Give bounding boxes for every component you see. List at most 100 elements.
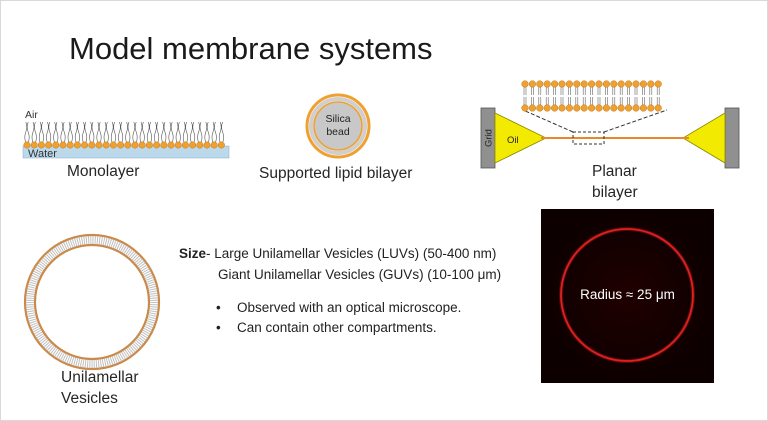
lipid-headgroup (625, 104, 633, 112)
right-grid (724, 107, 740, 169)
lipid-headgroup (528, 104, 536, 112)
lipid-headgroup (595, 104, 603, 112)
lipid-headgroup (196, 141, 204, 149)
lipid-headgroup (647, 80, 655, 88)
lipid-tail (175, 121, 181, 144)
silica-bead (313, 101, 363, 151)
vesicle-caption-line2: Vesicles (61, 390, 118, 407)
lipid-tail (89, 121, 95, 144)
lipid-headgroup (174, 141, 182, 149)
lipid-tail (46, 121, 52, 144)
oil-label: Oil (507, 135, 519, 146)
bullet-item: • Observed with an optical microscope. (216, 299, 516, 316)
lipid-headgroup (167, 141, 175, 149)
lipid-headgroup (210, 141, 218, 149)
lipid-headgroup (153, 141, 161, 149)
water-label: Water (28, 148, 57, 160)
lipid-tail (531, 86, 534, 106)
lipid-tail (168, 121, 174, 144)
lipid-headgroup (558, 104, 566, 112)
lipid-tail (597, 86, 601, 106)
lipid-tail (538, 86, 542, 106)
lipid-headgroup (647, 104, 655, 112)
lipid-tail (218, 121, 224, 144)
lipid-headgroup (528, 80, 536, 88)
planar-bilayer-diagram: Grid Oil (480, 80, 740, 169)
vesicle-tail-ring (26, 236, 158, 368)
left-oil-torus (494, 112, 547, 164)
lipid-headgroup (217, 141, 225, 149)
radius-label: Radius ≈ 25 μm (580, 287, 675, 302)
monolayer-headgroups (23, 141, 225, 149)
lipid-headgroup (536, 80, 544, 88)
lipid-headgroup (59, 141, 67, 149)
slide-title: Model membrane systems (69, 31, 433, 66)
lipid-headgroup (124, 141, 132, 149)
bead-label-2: bead (326, 126, 350, 138)
monolayer-caption: Monolayer (67, 163, 140, 180)
lipid-headgroup (551, 80, 559, 88)
lipid-tail (82, 121, 88, 144)
lipid-tail (118, 121, 124, 144)
lipid-tail (154, 121, 160, 144)
lipid-headgroup (131, 141, 139, 149)
lipid-headgroup (595, 80, 603, 88)
lipid-headgroup (565, 80, 573, 88)
lipid-headgroup (181, 141, 189, 149)
lipid-headgroup (632, 104, 640, 112)
lipid-headgroup (558, 80, 566, 88)
lipid-headgroup (639, 80, 647, 88)
micrograph-background (541, 209, 714, 383)
lipid-tail (568, 86, 571, 106)
bullet-list: • Observed with an optical microscope. •… (216, 299, 516, 339)
lipid-tail (190, 121, 196, 144)
vesicle-caption-line1: Unilamellar (61, 369, 139, 386)
bullet-text-1: Observed with an optical microscope. (237, 300, 462, 315)
lipid-headgroup (580, 104, 588, 112)
lipid-headgroup (73, 141, 81, 149)
lipid-headgroup (543, 104, 551, 112)
bilayer-zoom-tails (523, 86, 660, 106)
lipid-tail (125, 121, 131, 144)
lipid-headgroup (23, 141, 31, 149)
bilayer-zoom-headgroups (521, 80, 662, 112)
zoom-line-left (522, 109, 574, 133)
lipid-tail (60, 121, 66, 144)
planar-caption-line1: Planar (592, 163, 637, 180)
lipid-headgroup (580, 80, 588, 88)
lipid-headgroup (588, 104, 596, 112)
lipid-tail (24, 121, 30, 144)
lipid-headgroup (102, 141, 110, 149)
air-label: Air (25, 109, 38, 121)
lipid-tail (197, 121, 203, 144)
lipid-tail (605, 86, 608, 106)
lipid-headgroup (610, 80, 618, 88)
lipid-headgroup (145, 141, 153, 149)
size-line-guv: Giant Unilamellar Vesicles (GUVs) (10-10… (179, 264, 539, 285)
lipid-tail (649, 86, 653, 106)
lipid-tail (627, 86, 630, 106)
lipid-tail (161, 121, 167, 144)
lipid-headgroup (573, 104, 581, 112)
grid-label: Grid (484, 129, 495, 147)
lipid-tail (523, 86, 527, 106)
lipid-headgroup (536, 104, 544, 112)
lipid-tail (110, 121, 116, 144)
vesicle-diagram (23, 233, 161, 371)
lipid-headgroup (203, 141, 211, 149)
lipid-headgroup (95, 141, 103, 149)
lipid-tail (74, 121, 80, 144)
right-oil-torus (682, 112, 726, 164)
lipid-headgroup (625, 80, 633, 88)
supported-bilayer-caption: Supported lipid bilayer (259, 165, 413, 182)
size-description: Size- Large Unilamellar Vesicles (LUVs) … (179, 243, 539, 285)
lipid-headgroup (602, 80, 610, 88)
bead-label-1: Silica (325, 113, 350, 125)
lipid-headgroup (160, 141, 168, 149)
lipid-headgroup (117, 141, 125, 149)
lipid-headgroup (588, 80, 596, 88)
lipid-headgroup (639, 104, 647, 112)
lipid-tail (103, 121, 109, 144)
micrograph (541, 209, 714, 383)
